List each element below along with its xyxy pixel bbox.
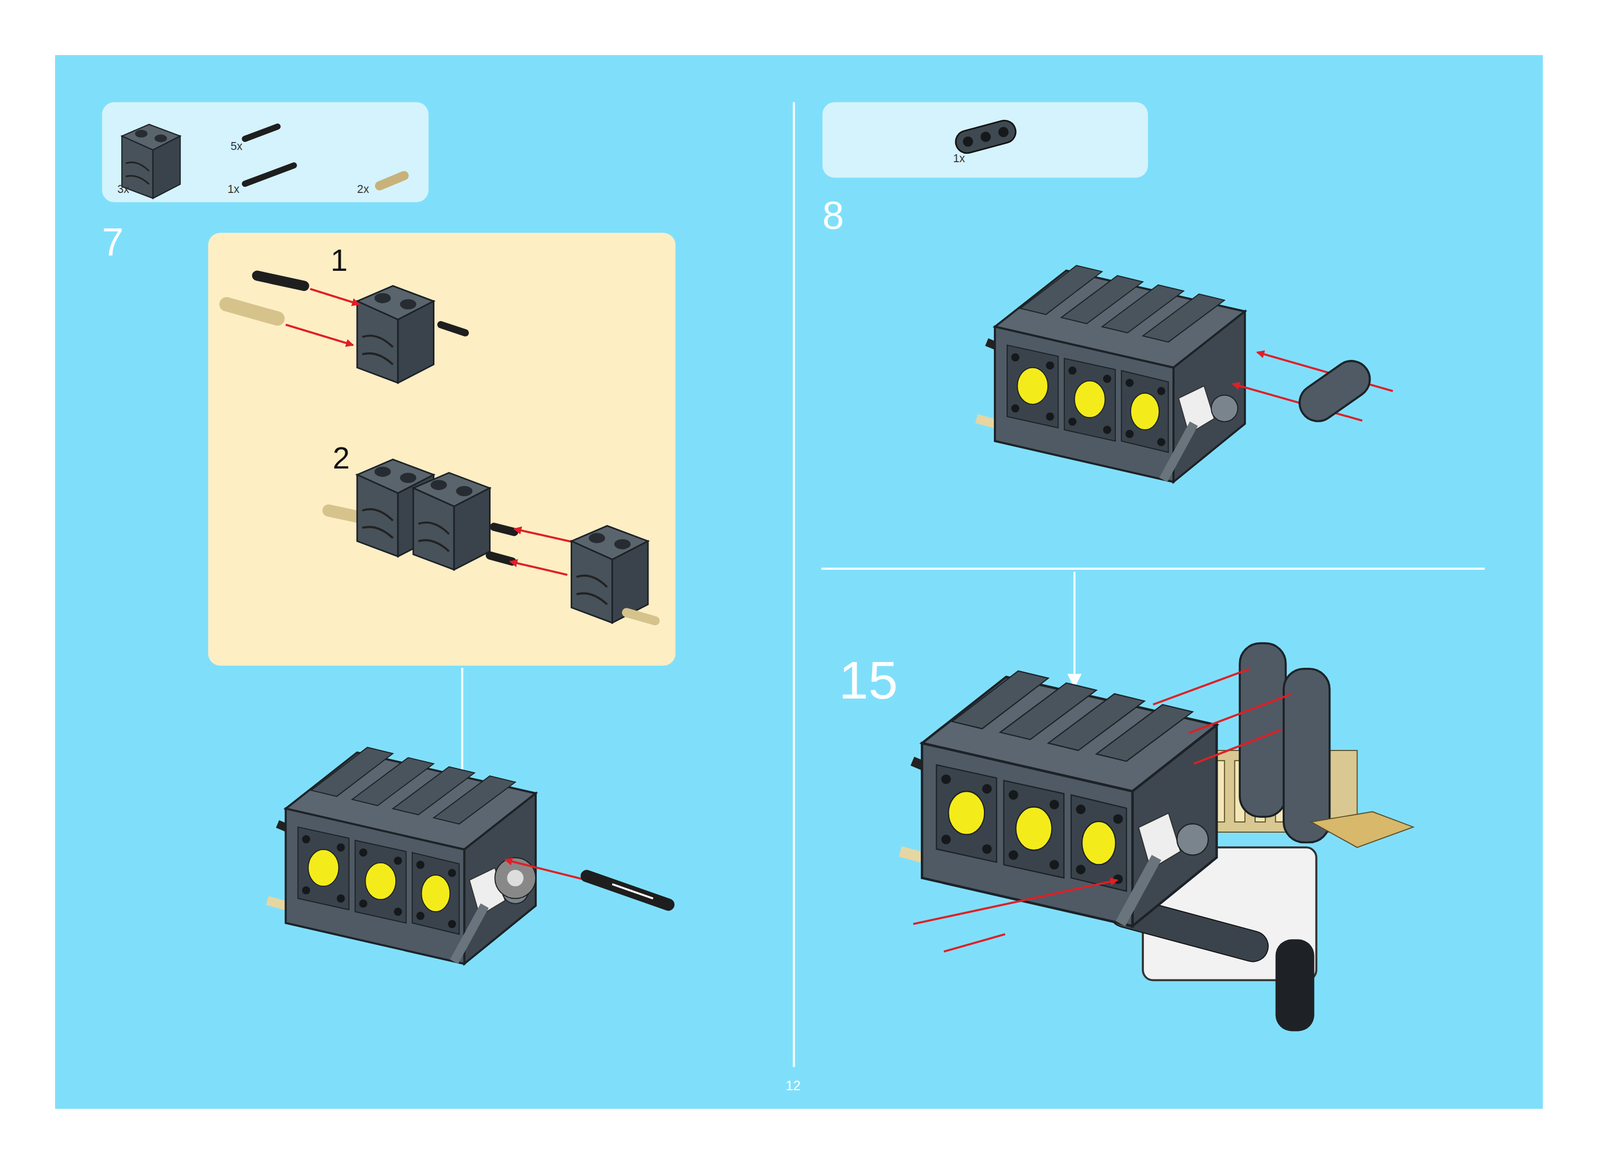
- step-8-model: [976, 265, 1393, 482]
- divider: [821, 567, 1485, 570]
- part-picture: [822, 102, 1148, 179]
- substep-number: 1: [330, 244, 348, 276]
- divider: [793, 102, 796, 1067]
- parts-list: 1x: [822, 102, 1148, 179]
- step-7-model: [267, 747, 669, 964]
- page-number: 12: [785, 1078, 801, 1092]
- part-picture: [208, 232, 676, 666]
- part-count: 5x: [230, 140, 243, 153]
- part-count: 2x: [357, 183, 369, 195]
- step-number: 8: [822, 196, 844, 235]
- step-15-model: [900, 643, 1413, 1031]
- step-number: 7: [102, 222, 124, 262]
- part-count: 1x: [227, 183, 240, 195]
- step-number: 15: [838, 653, 898, 707]
- part-count: 3x: [117, 183, 129, 195]
- substep-number: 2: [332, 442, 350, 474]
- subassembly-panel: 12: [208, 232, 676, 666]
- part-count: 1x: [953, 153, 965, 165]
- step-pointer: [1073, 571, 1076, 687]
- parts-list: 3x 5x 1x 2x: [102, 102, 429, 203]
- part-picture: [102, 102, 429, 203]
- page-ground: [55, 55, 1543, 1109]
